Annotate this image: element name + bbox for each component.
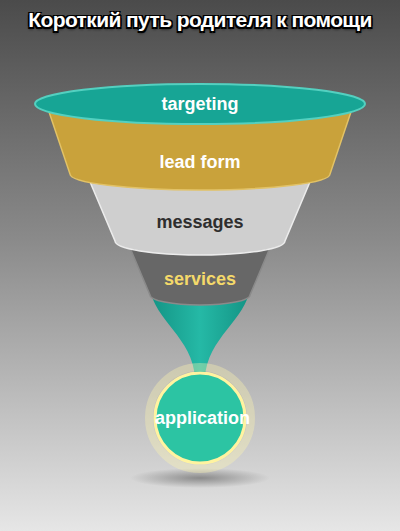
goal-disc [155,373,245,463]
stage-label: application [155,407,245,429]
band-body [125,236,275,305]
stage-label: services [125,268,275,290]
diagram-title: Короткий путь родителя к помощи [20,6,380,33]
band-body [85,170,315,255]
band-top [35,84,365,124]
glow-ring [149,367,251,469]
stage-label: messages [85,211,315,233]
band-body [45,100,355,190]
stage-label: targeting [35,93,365,115]
funnel-band: targeting [35,84,365,124]
stage-label: lead form [45,151,355,173]
goal-circle: application [155,373,245,463]
